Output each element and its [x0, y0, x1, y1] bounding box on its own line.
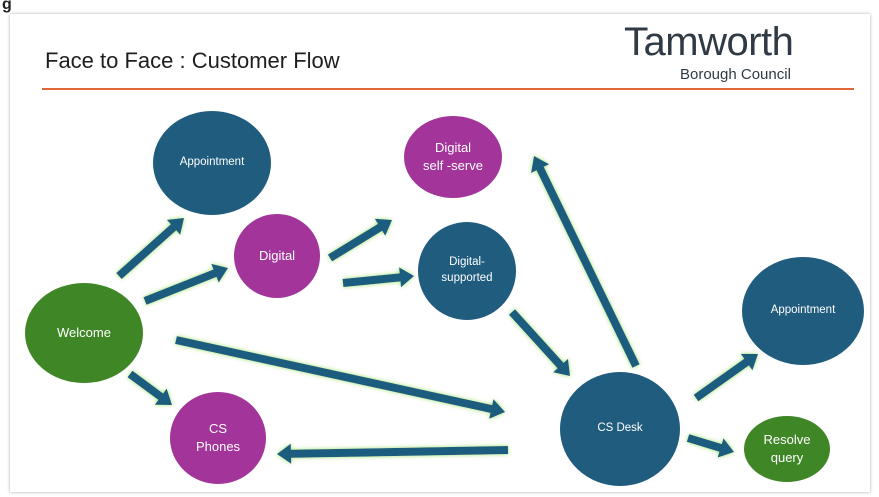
node-cs-phones: CS Phones	[170, 392, 266, 484]
node-appointment-left: Appointment	[153, 111, 271, 215]
node-resolve-query: Resolve query	[744, 416, 830, 482]
arrow-digital-to-digital-self-serve	[327, 218, 392, 262]
node-digital-self-serve: Digital self -serve	[404, 116, 502, 198]
arrow-cs-desk-to-appointment-right	[693, 353, 758, 402]
tamworth-logo-subtitle: Borough Council	[680, 66, 791, 83]
arrow-cs-desk-to-digital-self-serve	[531, 156, 640, 368]
cropped-heading-glyph: g	[2, 0, 12, 13]
slide-title: Face to Face : Customer Flow	[45, 48, 340, 73]
node-digital-supported: Digital- supported	[418, 222, 516, 320]
node-cs-desk: CS Desk	[560, 372, 680, 486]
arrow-welcome-to-digital	[143, 263, 228, 305]
arrow-welcome-to-appointment-left	[116, 218, 184, 279]
tamworth-logo: Tamworth	[624, 20, 794, 64]
node-appointment-right: Appointment	[742, 257, 864, 365]
node-digital: Digital	[234, 214, 320, 298]
arrow-welcome-to-cs-phones	[127, 370, 172, 405]
arrow-digital-supported-to-cs-desk	[509, 309, 570, 376]
node-welcome: Welcome	[25, 283, 143, 383]
arrow-welcome-to-cs-desk	[175, 336, 505, 419]
arrow-cs-desk-to-resolve-query	[686, 434, 734, 458]
arrow-cs-desk-to-cs-phones	[277, 443, 509, 464]
arrow-digital-to-digital-supported	[342, 267, 414, 288]
title-divider	[42, 88, 854, 90]
